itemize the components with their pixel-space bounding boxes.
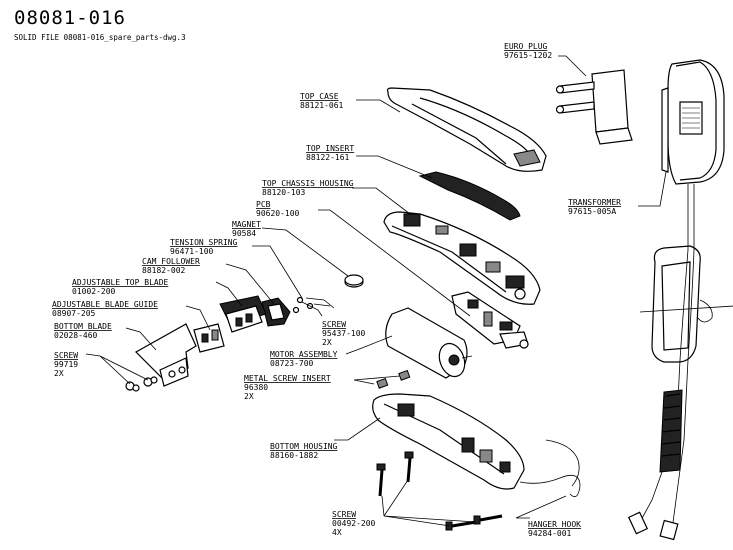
svg-text:08907-205: 08907-205: [52, 309, 96, 318]
part-label-screw-spring: SCREW 95437-100 2X: [322, 320, 366, 347]
part-label-metal-screw-insert: METAL SCREW INSERT 96380 2X: [244, 374, 331, 401]
part-label-bottom-housing: BOTTOM HOUSING 88160-1882: [270, 442, 338, 460]
svg-text:2X: 2X: [54, 369, 64, 378]
svg-text:BOTTOM HOUSING: BOTTOM HOUSING: [270, 442, 338, 451]
svg-text:TOP CASE: TOP CASE: [300, 92, 339, 101]
tension-spring-shape: [292, 296, 335, 314]
cam-follower-shape: [261, 297, 291, 327]
svg-text:SCREW: SCREW: [54, 351, 78, 360]
euro-plug-shape: [555, 69, 633, 145]
svg-text:96380: 96380: [244, 383, 268, 392]
part-label-screw-blade: SCREW 99719 2X: [54, 351, 78, 378]
part-label-magnet: MAGNET 90584: [232, 220, 261, 238]
svg-text:08723-700: 08723-700: [270, 359, 314, 368]
svg-text:88160-1882: 88160-1882: [270, 451, 318, 460]
adjustable-blade-guide-shape: [193, 323, 225, 353]
part-label-adjustable-top-blade: ADJUSTABLE TOP BLADE 01002-200: [72, 278, 169, 296]
top-case-shape: [386, 87, 547, 172]
svg-text:97615-005A: 97615-005A: [568, 207, 616, 216]
svg-text:00492-200: 00492-200: [332, 519, 376, 528]
svg-text:HANGER HOOK: HANGER HOOK: [528, 520, 581, 529]
drawing-number: 08081-016: [14, 7, 126, 29]
magnet-shape: [344, 274, 364, 288]
svg-text:SCREW: SCREW: [332, 510, 356, 519]
svg-text:EURO PLUG: EURO PLUG: [504, 42, 548, 51]
svg-text:97615-1202: 97615-1202: [504, 51, 552, 60]
svg-text:TRANSFORMER: TRANSFORMER: [568, 198, 621, 207]
svg-text:TENSION SPRING: TENSION SPRING: [170, 238, 238, 247]
svg-text:ADJUSTABLE TOP BLADE: ADJUSTABLE TOP BLADE: [72, 278, 169, 287]
part-label-top-case: TOP CASE 88121-061: [300, 92, 344, 110]
part-label-bottom-blade: BOTTOM BLADE 02028-460: [54, 322, 112, 340]
part-label-screw-housing: SCREW 00492-200 4X: [332, 510, 376, 537]
top-chassis-housing-shape: [383, 211, 541, 305]
metal-screw-insert-shape: [376, 369, 411, 389]
svg-text:88182-002: 88182-002: [142, 266, 186, 275]
svg-text:4X: 4X: [332, 528, 342, 537]
part-label-pcb: PCB 90620-100: [256, 200, 300, 218]
transformer-shape: [627, 59, 733, 541]
svg-text:2X: 2X: [322, 338, 332, 347]
svg-text:88122-161: 88122-161: [306, 153, 350, 162]
part-label-tension-spring: TENSION SPRING 96471-100: [170, 238, 238, 256]
part-label-top-chassis-housing: TOP CHASSIS HOUSING 88120-103: [262, 179, 354, 197]
svg-text:TOP INSERT: TOP INSERT: [306, 144, 354, 153]
motor-assembly-shape: [385, 307, 473, 379]
svg-text:90584: 90584: [232, 229, 256, 238]
solid-file-caption: SOLID FILE 08081-016_spare_parts-dwg.3: [14, 33, 186, 42]
top-insert-shape: [418, 171, 521, 221]
bottom-housing-shape: [372, 393, 525, 490]
svg-text:95437-100: 95437-100: [322, 329, 366, 338]
svg-text:PCB: PCB: [256, 200, 271, 209]
svg-text:94284-001: 94284-001: [528, 529, 572, 538]
svg-text:ADJUSTABLE BLADE GUIDE: ADJUSTABLE BLADE GUIDE: [52, 300, 158, 309]
svg-text:90620-100: 90620-100: [256, 209, 300, 218]
svg-text:96471-100: 96471-100: [170, 247, 214, 256]
svg-text:SCREW: SCREW: [322, 320, 346, 329]
pcb-shape: [451, 291, 529, 349]
svg-text:02028-460: 02028-460: [54, 331, 98, 340]
svg-text:MOTOR ASSEMBLY: MOTOR ASSEMBLY: [270, 350, 338, 359]
blade-screws-shape: [125, 376, 158, 392]
svg-text:88120-103: 88120-103: [262, 188, 306, 197]
leader-lines: [85, 55, 667, 527]
svg-text:2X: 2X: [244, 392, 254, 401]
part-label-hanger-hook: HANGER HOOK 94284-001: [528, 520, 581, 538]
bottom-blade-shape: [135, 323, 197, 387]
svg-text:MAGNET: MAGNET: [232, 220, 261, 229]
svg-text:99719: 99719: [54, 360, 78, 369]
svg-text:CAM FOLLOWER: CAM FOLLOWER: [142, 257, 200, 266]
adjustable-top-blade-shape: [219, 295, 267, 333]
part-label-euro-plug: EURO PLUG 97615-1202: [504, 42, 552, 60]
part-label-cam-follower: CAM FOLLOWER 88182-002: [142, 257, 200, 275]
part-label-motor-assembly: MOTOR ASSEMBLY 08723-700: [270, 350, 338, 368]
svg-text:88121-061: 88121-061: [300, 101, 344, 110]
svg-text:METAL SCREW INSERT: METAL SCREW INSERT: [244, 374, 331, 383]
svg-text:BOTTOM BLADE: BOTTOM BLADE: [54, 322, 112, 331]
part-label-adjustable-blade-guide: ADJUSTABLE BLADE GUIDE 08907-205: [52, 300, 158, 318]
hanger-hook-shape: [519, 439, 581, 498]
part-label-top-insert: TOP INSERT 88122-161: [306, 144, 354, 162]
part-label-transformer: TRANSFORMER 97615-005A: [568, 198, 621, 216]
svg-text:01002-200: 01002-200: [72, 287, 116, 296]
svg-text:TOP CHASSIS HOUSING: TOP CHASSIS HOUSING: [262, 179, 354, 188]
